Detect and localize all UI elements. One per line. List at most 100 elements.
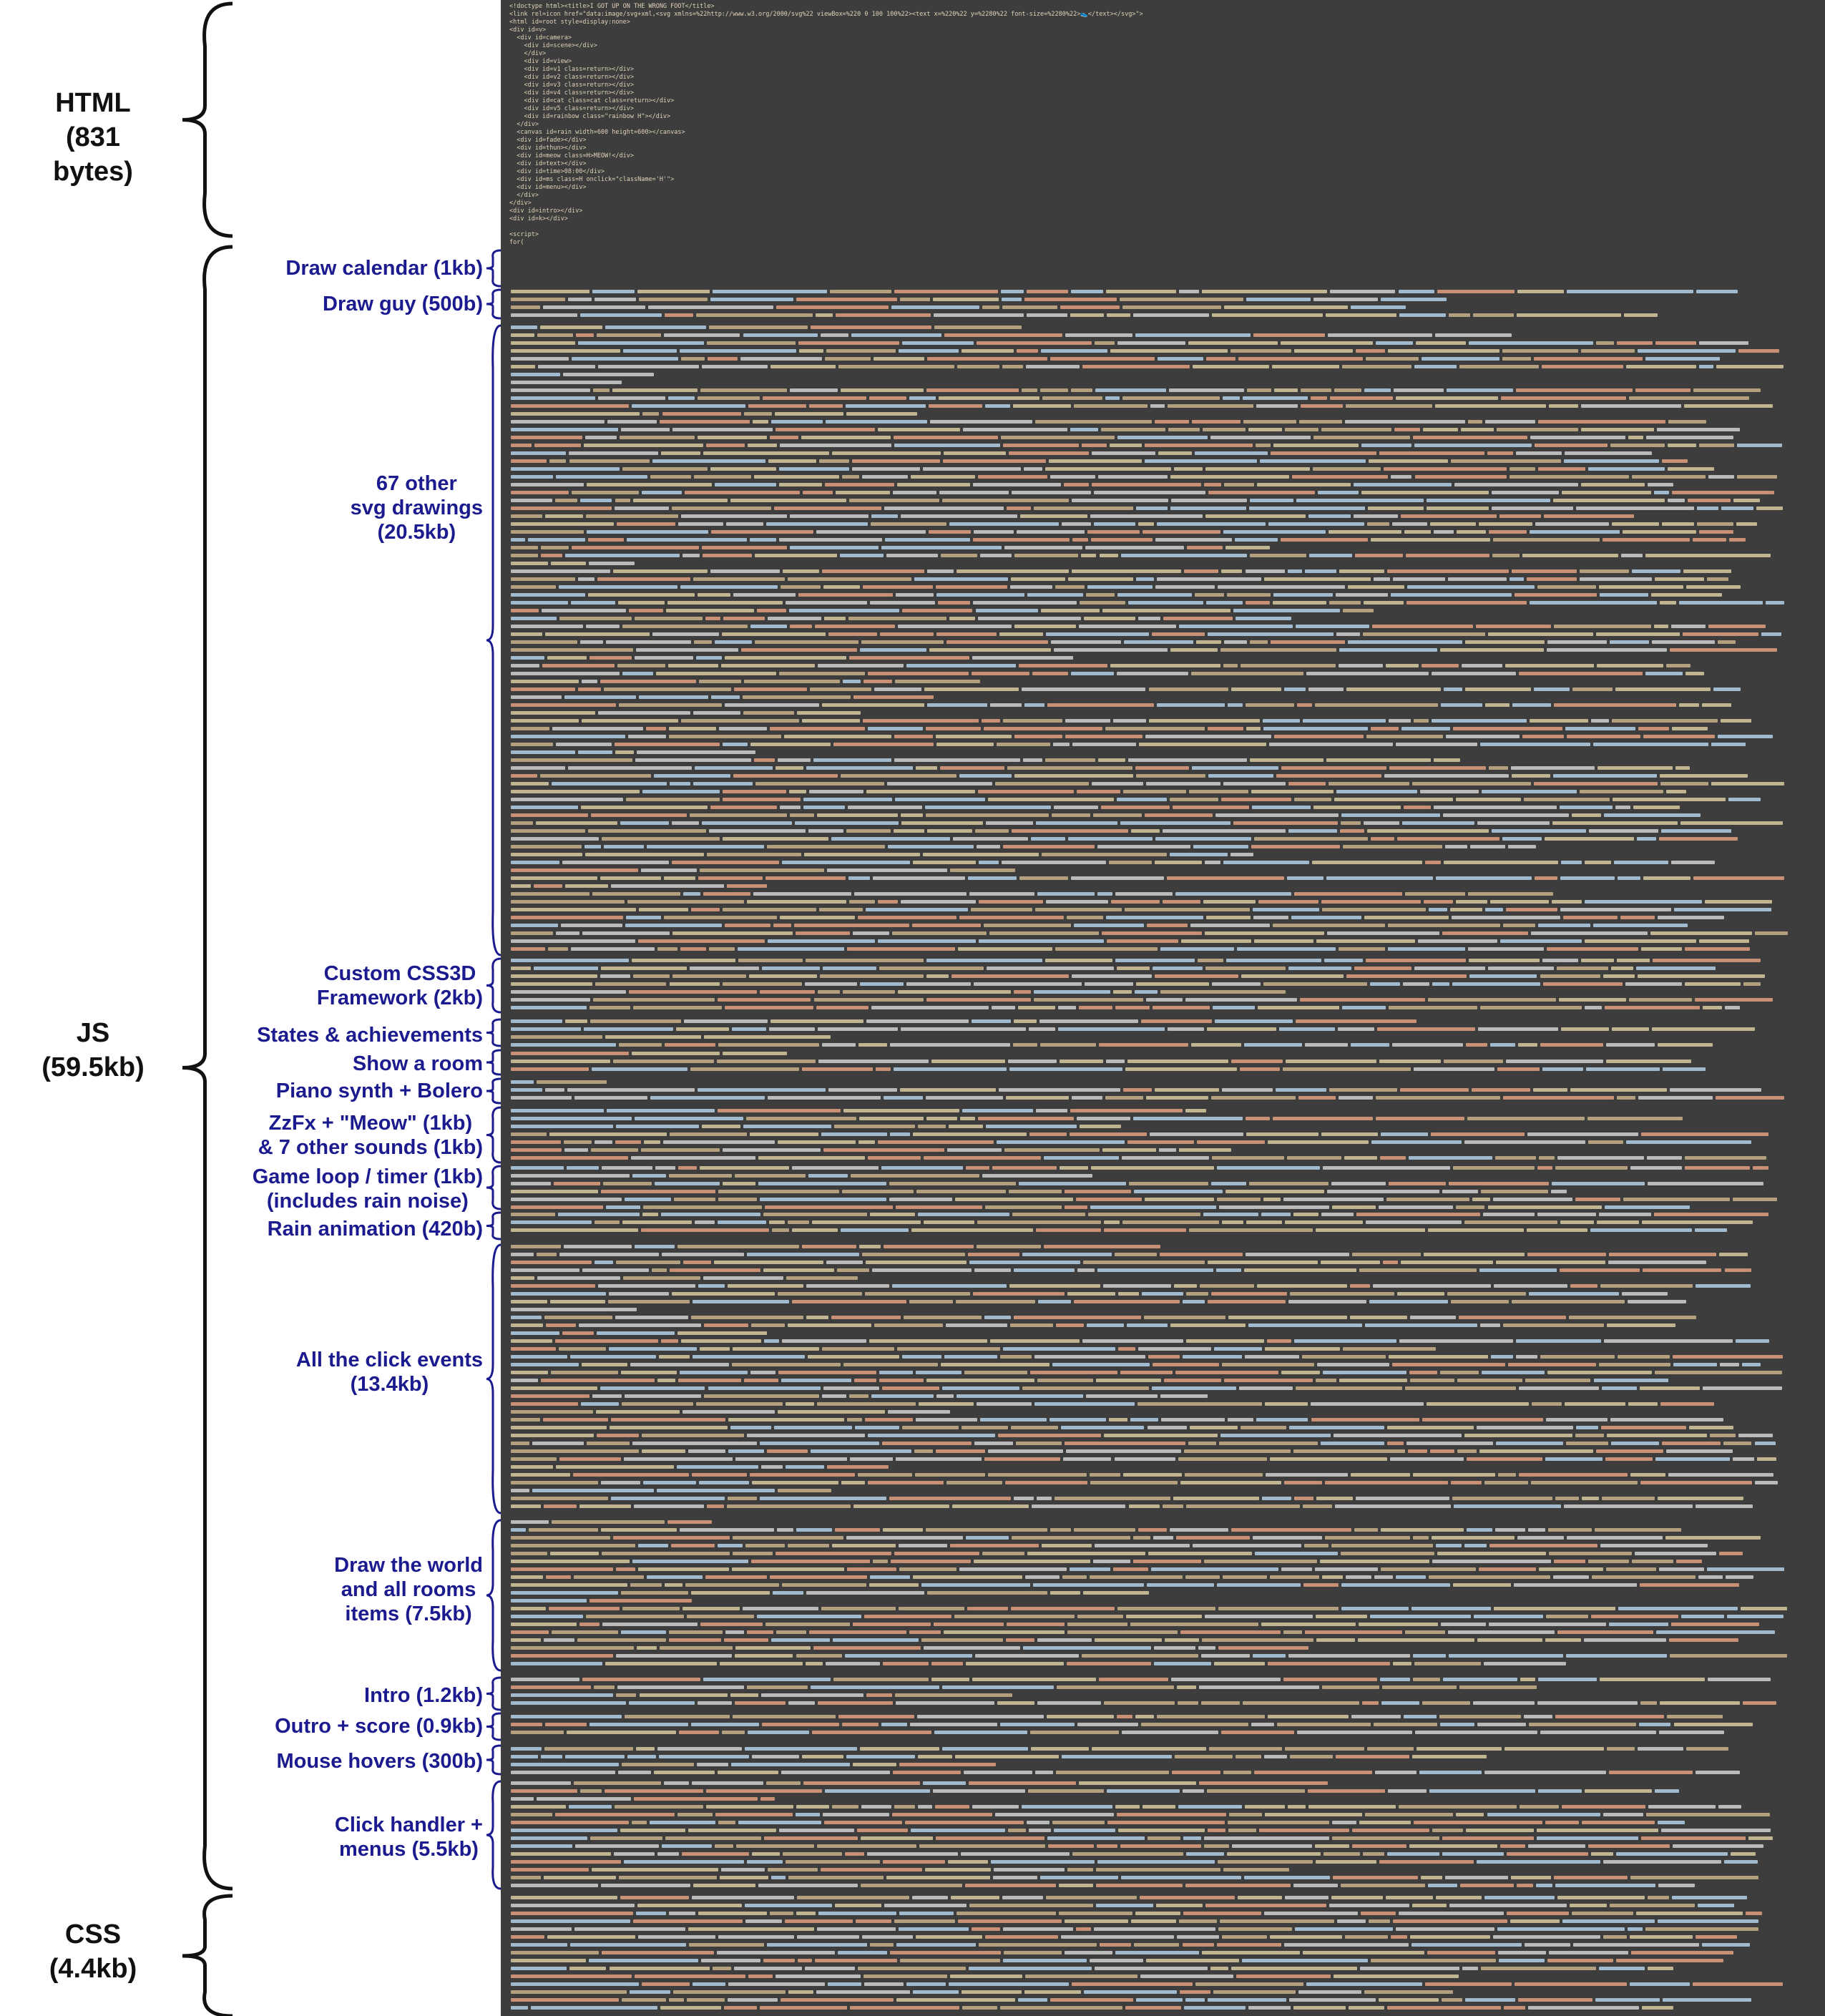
code-token	[1515, 1339, 1601, 1343]
code-token	[1112, 990, 1132, 994]
code-token	[792, 1300, 907, 1303]
code-token	[1162, 829, 1286, 833]
code-token	[652, 632, 720, 636]
code-token	[1250, 554, 1307, 557]
code-token	[894, 829, 925, 833]
code-token	[1316, 1497, 1353, 1500]
code-token	[1097, 892, 1112, 896]
code-token	[1092, 451, 1156, 455]
code-token	[761, 967, 820, 970]
code-token	[511, 998, 591, 1002]
code-token	[1008, 451, 1090, 455]
code-token	[1330, 290, 1396, 293]
code-token	[1170, 507, 1246, 510]
code-token	[511, 1544, 635, 1547]
code-token	[511, 1935, 544, 1939]
code-token	[1489, 530, 1527, 534]
code-token	[724, 924, 770, 927]
code-token	[714, 640, 752, 644]
code-token	[866, 790, 975, 793]
code-token	[1606, 1567, 1656, 1571]
code-token	[764, 1339, 779, 1343]
code-token	[1154, 861, 1202, 864]
code-token	[680, 585, 778, 589]
code-token	[1236, 1755, 1262, 1758]
code-token	[1669, 1638, 1738, 1642]
code-token	[672, 861, 780, 864]
code-token	[1413, 436, 1528, 439]
code-token	[592, 1394, 622, 1398]
code-token	[853, 695, 934, 699]
code-token	[959, 774, 1012, 778]
code-token	[1651, 640, 1716, 644]
code-token	[1465, 1043, 1488, 1047]
code-token	[1070, 1132, 1148, 1136]
code-token	[1414, 967, 1486, 970]
code-token	[511, 1723, 543, 1726]
code-token	[1072, 499, 1169, 502]
code-token	[511, 444, 532, 447]
code-token	[1027, 1552, 1146, 1555]
code-token	[622, 467, 708, 471]
code-token	[1627, 1927, 1643, 1931]
code-token	[511, 967, 532, 970]
code-token	[1268, 1662, 1391, 1665]
code-token	[1580, 483, 1645, 486]
code-token	[831, 451, 941, 455]
code-token	[1471, 1088, 1530, 1092]
code-token	[811, 326, 931, 329]
code-token	[1095, 1868, 1221, 1871]
code-token	[1001, 290, 1024, 293]
code-token	[1548, 404, 1579, 408]
code-token	[1050, 1418, 1106, 1422]
code-token	[511, 656, 544, 660]
code-token	[1156, 1715, 1265, 1718]
code-token	[841, 1723, 879, 1726]
code-token	[1528, 1723, 1637, 1726]
code-token	[1237, 1896, 1283, 1899]
code-token	[952, 837, 1029, 841]
code-token	[1467, 420, 1482, 424]
code-token	[1713, 688, 1741, 691]
code-token	[1540, 974, 1600, 978]
code-token	[1658, 1497, 1744, 1500]
code-token	[1242, 1701, 1360, 1705]
code-token	[1183, 1449, 1291, 1453]
code-token	[790, 813, 814, 817]
code-token	[697, 593, 730, 597]
code-token	[854, 1379, 876, 1382]
code-token	[1073, 1300, 1180, 1303]
code-token	[1145, 1198, 1214, 1201]
code-token	[1091, 782, 1143, 786]
code-token	[511, 1308, 637, 1311]
code-token	[1233, 821, 1339, 825]
code-token	[532, 1442, 584, 1445]
code-token	[842, 680, 861, 683]
code-token	[595, 1220, 620, 1224]
code-token	[703, 1276, 783, 1280]
code-token	[1517, 290, 1564, 293]
code-token	[1610, 1904, 1696, 1907]
code-token	[1411, 1607, 1491, 1610]
code-token	[1105, 396, 1120, 400]
code-token	[1163, 1504, 1183, 1508]
code-token	[755, 782, 884, 786]
code-token	[551, 562, 586, 565]
code-token	[869, 1575, 911, 1579]
code-token	[629, 1990, 671, 1994]
code-token	[511, 1465, 553, 1469]
code-token	[854, 1426, 900, 1429]
code-token	[635, 758, 752, 762]
code-token	[978, 900, 1043, 904]
code-token	[1575, 1426, 1599, 1429]
code-token	[1199, 1781, 1328, 1785]
code-token	[802, 1067, 873, 1071]
code-token	[511, 1035, 602, 1039]
code-token	[1115, 1951, 1199, 1954]
code-token	[1414, 1662, 1481, 1665]
code-token	[1303, 719, 1386, 723]
code-token	[511, 1292, 606, 1296]
code-token	[1379, 1860, 1474, 1864]
code-token	[1220, 648, 1336, 652]
code-token	[1354, 967, 1412, 970]
